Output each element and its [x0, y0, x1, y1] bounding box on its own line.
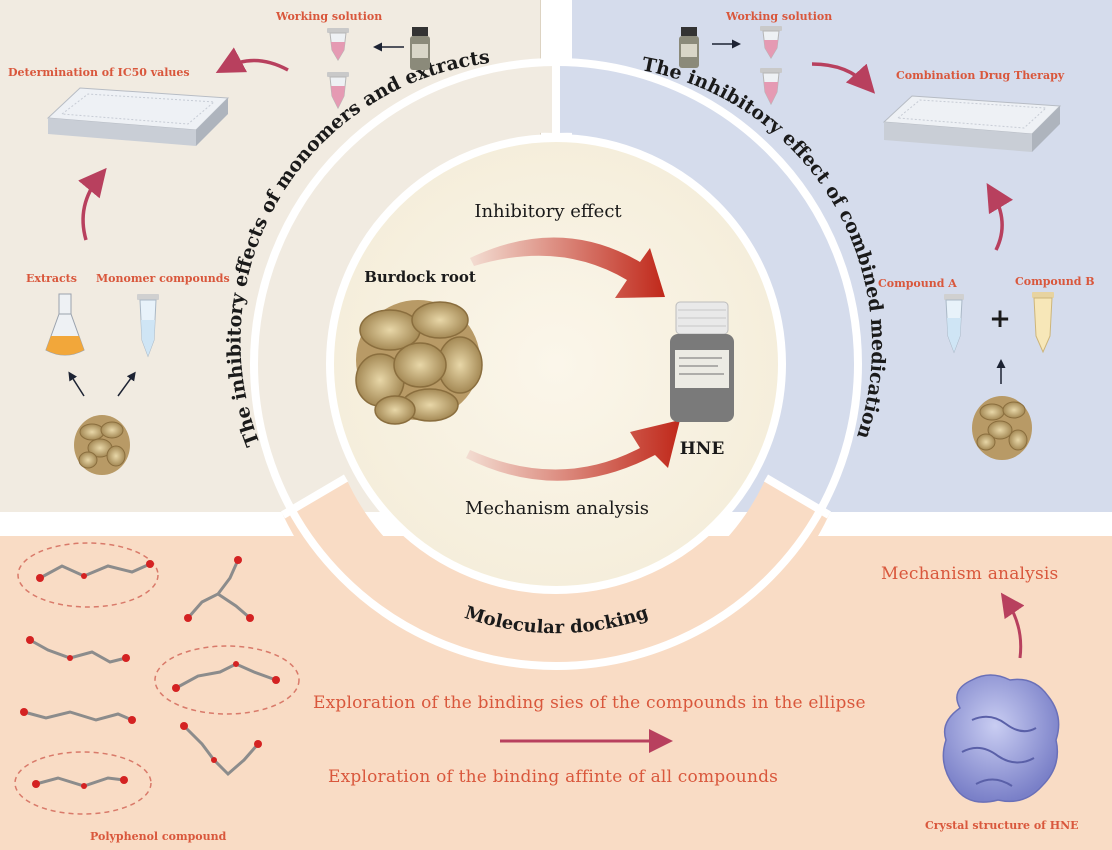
plus-sign: + — [989, 304, 1011, 334]
left-well-plate — [46, 87, 230, 146]
compound-b-label: Compound B — [1015, 275, 1095, 288]
right-tube-2 — [760, 68, 782, 106]
center-mechanism-label: Mechanism analysis — [465, 498, 649, 519]
compound-a-label: Compound A — [878, 277, 957, 290]
hne-vial-image — [670, 301, 734, 422]
red-arrow-top — [470, 237, 665, 298]
extracts-label: Extracts — [26, 272, 77, 285]
hne-crystal-structure — [942, 674, 1060, 803]
extracts-flask — [45, 293, 85, 356]
center-disc — [326, 134, 786, 594]
right-burdock-small — [972, 396, 1032, 460]
left-working-solution-label: Working solution — [276, 10, 383, 23]
bottom-mechanism-label: Mechanism analysis — [881, 564, 1059, 584]
left-determination-label: Determination of IC50 values — [8, 66, 190, 79]
molecule-atoms — [20, 556, 280, 789]
right-tube-1 — [760, 26, 782, 59]
binding-sites-label: Exploration of the binding sies of the c… — [313, 693, 866, 713]
left-burdock-small — [74, 415, 130, 475]
center-hne-label: HNE — [680, 439, 725, 459]
molecule-structures — [22, 558, 278, 788]
center-inhibitory-label: Inhibitory effect — [474, 201, 622, 222]
crystal-structure-label: Crystal structure of HNE — [925, 819, 1079, 832]
left-stock-vial — [410, 27, 430, 70]
left-tube-2 — [327, 72, 349, 110]
center-burdock-label: Burdock root — [364, 268, 476, 286]
monomer-compounds-label: Monomer compounds — [96, 272, 230, 285]
right-working-solution-label: Working solution — [726, 10, 833, 23]
left-tube-1 — [327, 28, 349, 61]
burdock-root-image — [355, 300, 483, 425]
ring — [242, 58, 870, 688]
compound-a-tube — [944, 294, 964, 354]
right-stock-vial — [679, 27, 699, 68]
right-well-plate — [882, 95, 1062, 152]
red-arrow-bottom — [466, 420, 680, 481]
compound-b-tube — [1032, 292, 1054, 354]
monomer-tube — [137, 294, 159, 358]
binding-affinity-label: Exploration of the binding affinte of al… — [328, 767, 779, 787]
dashed-ellipses — [14, 542, 300, 815]
combination-therapy-label: Combination Drug Therapy — [896, 69, 1065, 82]
polyphenol-label: Polyphenol compound — [90, 830, 227, 843]
